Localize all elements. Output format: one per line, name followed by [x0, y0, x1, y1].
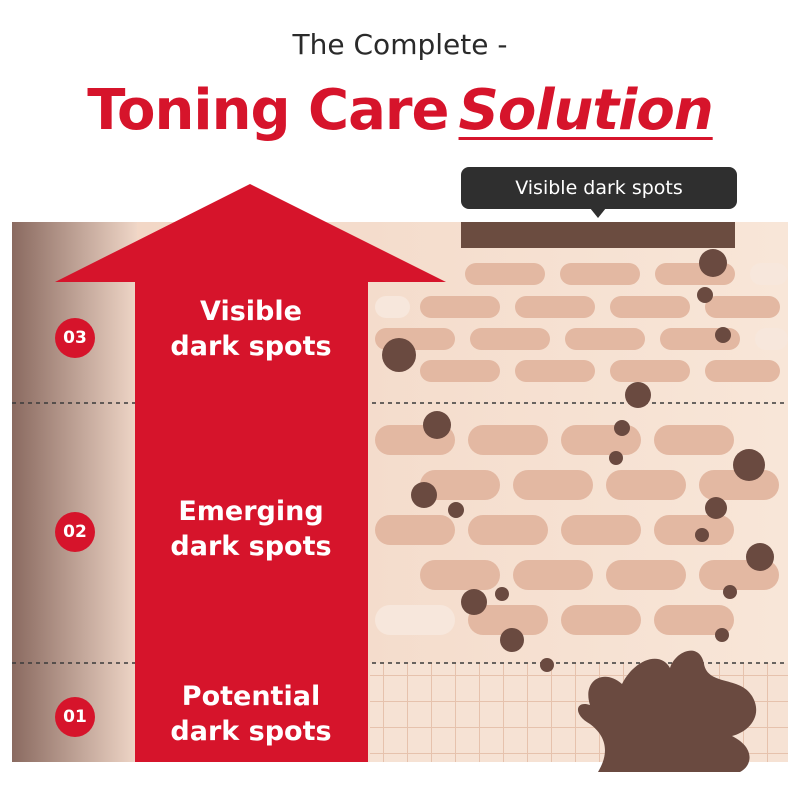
stage-label-line2: dark spots [170, 331, 332, 362]
callout-box: Visible dark spots [461, 167, 737, 209]
stage-badge-02: 02 [55, 512, 95, 552]
stage-label-line1: Emerging [178, 496, 324, 527]
stage-label-visible: Visible dark spots [135, 294, 367, 364]
stage-badge-01: 01 [55, 697, 95, 737]
left-shadow [12, 222, 137, 762]
stage-label-line2: dark spots [170, 716, 332, 747]
title-accent: Solution [458, 78, 714, 143]
dark-spots [382, 249, 774, 772]
title-main: Toning Care [87, 78, 449, 143]
skin-cells [375, 263, 788, 635]
stage-label-line1: Visible [200, 296, 302, 327]
callout-pointer-bar [461, 222, 735, 248]
stage-label-emerging: Emerging dark spots [135, 494, 367, 564]
stage-label-line1: Potential [181, 681, 321, 712]
stage-label-potential: Potential dark spots [135, 679, 367, 749]
stage-label-line2: dark spots [170, 531, 332, 562]
callout-tail [590, 208, 606, 218]
subtitle: The Complete - [292, 28, 508, 61]
stage-badge-03: 03 [55, 318, 95, 358]
progression-arrow [55, 184, 446, 762]
